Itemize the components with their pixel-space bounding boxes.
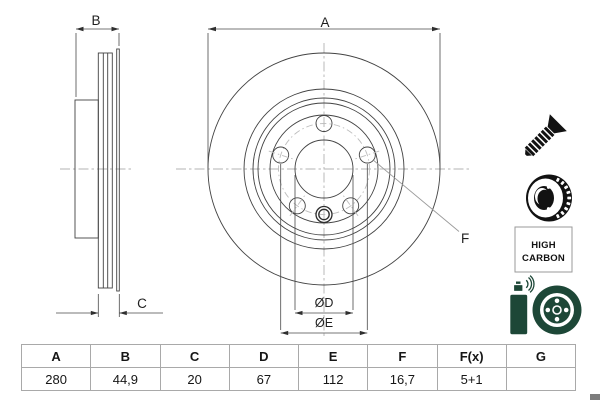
value-g: [505, 367, 577, 391]
corner-watermark-fragment: [590, 394, 600, 400]
table-value-row: 280 44,9 20 67 112 16,7 5+1: [20, 367, 577, 391]
col-header-e: E: [297, 344, 369, 368]
dim-label-d: ØD: [315, 296, 334, 310]
anti-corrosion-spray-icon: [508, 275, 582, 336]
dimensions-table: A B C D E F F(x) G 280 44,9 20 67 112 16…: [20, 344, 577, 391]
dimension-d: ØD: [294, 175, 354, 316]
col-header-a: A: [20, 344, 92, 368]
bolt-hole: [272, 146, 290, 164]
front-view: [176, 43, 470, 339]
center-bore: [294, 139, 354, 199]
technical-drawing: B C: [56, 13, 582, 339]
bolt-hole: [315, 115, 333, 132]
col-header-b: B: [90, 344, 161, 368]
friction-ring-inner-circle: [243, 88, 405, 250]
dim-label-b: B: [91, 13, 100, 28]
col-header-f: F: [367, 344, 438, 368]
dim-label-a: A: [320, 15, 329, 30]
bolt-hole: [342, 197, 360, 215]
value-b: 44,9: [90, 367, 161, 391]
high-carbon-badge: HIGH CARBON: [514, 226, 573, 273]
spray-can: [508, 281, 529, 336]
high-carbon-line2: CARBON: [522, 253, 565, 264]
value-d: 67: [228, 367, 300, 391]
outer-plate: [116, 48, 120, 292]
value-fx: 5+1: [436, 367, 507, 391]
col-header-fx: F(x): [436, 344, 507, 368]
high-carbon-line1: HIGH: [531, 240, 556, 251]
dimension-a: A: [207, 15, 441, 168]
vent-slots: [556, 177, 572, 219]
vented-brake-disc-icon: [526, 174, 572, 222]
spray-arcs: [525, 275, 535, 293]
bolt-circle: [278, 123, 370, 215]
table-header-row: A B C D E F F(x) G: [20, 344, 577, 368]
dim-label-f: F: [461, 231, 469, 246]
dim-label-c: C: [137, 296, 147, 311]
set-screw-hole: [315, 205, 333, 224]
countersunk-screw-icon: [524, 114, 567, 157]
coated-disc: [532, 285, 582, 335]
col-header-c: C: [159, 344, 230, 368]
disc-plates: [97, 52, 113, 289]
bolt-hole: [358, 146, 376, 164]
dimension-c: C: [56, 294, 163, 317]
bolt-hole: [288, 197, 306, 215]
value-a: 280: [20, 367, 92, 391]
dimension-e: ØE: [280, 164, 368, 336]
dim-label-e: ØE: [315, 316, 333, 330]
value-e: 112: [297, 367, 369, 391]
value-c: 20: [159, 367, 230, 391]
outer-diameter-circle: [207, 52, 441, 286]
side-view: [60, 48, 133, 292]
col-header-g: G: [505, 344, 577, 368]
leader-f: F: [373, 159, 469, 246]
dimension-b: B: [75, 13, 120, 97]
col-header-d: D: [228, 344, 300, 368]
value-f: 16,7: [367, 367, 438, 391]
